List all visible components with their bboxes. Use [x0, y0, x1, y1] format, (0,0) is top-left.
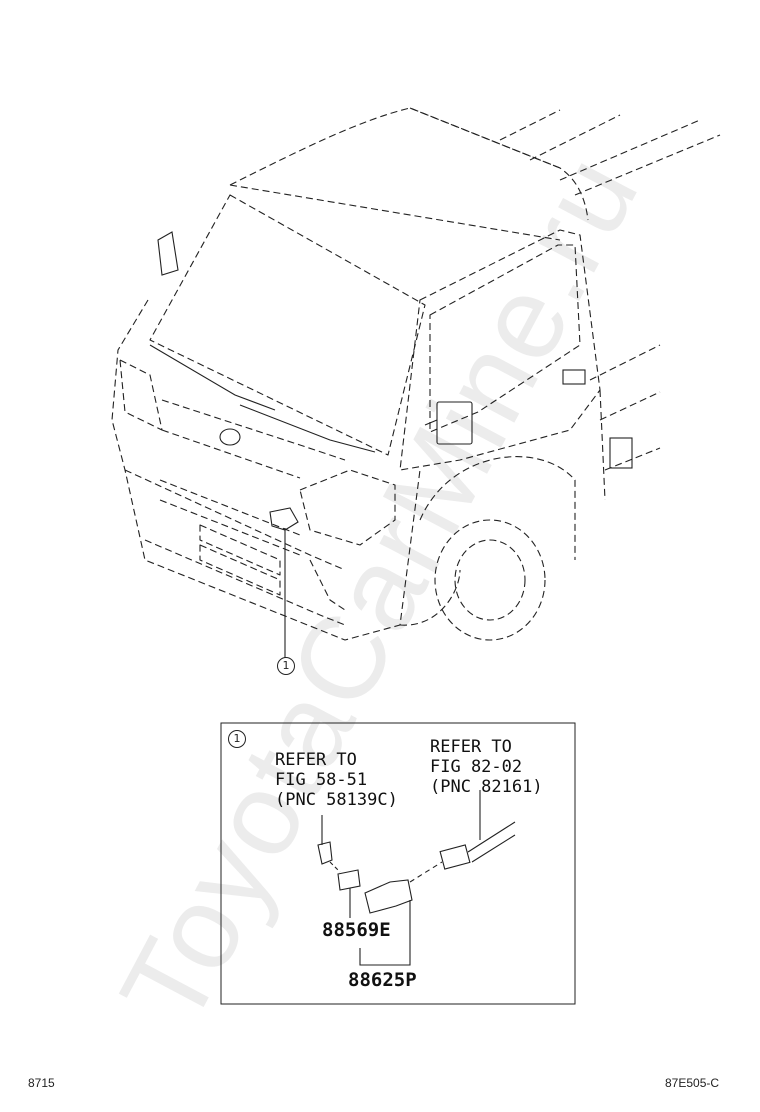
- bracket: [317, 841, 333, 865]
- refer-left-label: REFER TO FIG 58-51 (PNC 58139C): [275, 750, 398, 810]
- rear-lamp: [609, 437, 633, 469]
- roof-rack-4: [574, 134, 721, 196]
- side-window: [429, 244, 581, 433]
- left-mirror: [157, 231, 179, 276]
- refer-right-label: REFER TO FIG 82-02 (PNC 82161): [430, 737, 543, 797]
- wheel-arch: [419, 456, 576, 560]
- bumper-lower: [144, 539, 346, 626]
- emblem: [219, 428, 241, 446]
- connection-dash: [409, 861, 443, 883]
- cab-roof-outline: [229, 107, 589, 221]
- part-number-88625P[interactable]: 88625P: [348, 969, 417, 991]
- roof-rack-3: [559, 119, 701, 181]
- right-headlamp: [299, 469, 396, 546]
- callout-detail: 1: [228, 730, 246, 748]
- grille-slot-4: [199, 544, 281, 596]
- door-outline: [399, 229, 601, 471]
- roof-rack-1: [499, 109, 561, 141]
- hood-line: [161, 399, 346, 461]
- grille-slot-2: [159, 499, 301, 556]
- clip-dash: [329, 861, 341, 873]
- leader-88625P: [359, 900, 411, 966]
- part-number-88569E[interactable]: 88569E: [322, 919, 391, 941]
- front-wheel-outer: [434, 519, 546, 641]
- wire-plug: [439, 844, 471, 870]
- bumper-vent: [309, 559, 346, 611]
- wire-harness: [467, 821, 516, 863]
- clip: [337, 869, 361, 891]
- grille-slot-3: [199, 524, 281, 576]
- roof-rack-2: [529, 114, 621, 161]
- side-mirror: [436, 401, 473, 445]
- bed-rail-2: [599, 391, 661, 421]
- detail-box: [220, 722, 576, 1005]
- windshield: [149, 194, 426, 456]
- refer-right-line1: REFER TO: [430, 737, 512, 757]
- refer-right-line3: (PNC 82161): [430, 777, 543, 797]
- left-headlamp: [119, 359, 163, 431]
- grille-slot-1: [159, 479, 301, 536]
- callout-main: 1: [277, 657, 295, 675]
- refer-left-line2: FIG 58-51: [275, 770, 368, 790]
- horn-on-vehicle: [269, 507, 299, 531]
- wiper-left: [149, 344, 276, 411]
- hood-line-2: [161, 429, 301, 479]
- front-wheel-inner: [454, 539, 526, 621]
- connector: [364, 879, 413, 914]
- wiper-right: [239, 404, 376, 453]
- door-handle: [562, 369, 586, 385]
- cab-side-lower: [399, 569, 461, 626]
- refer-left-line1: REFER TO: [275, 750, 357, 770]
- cab-front: [111, 299, 421, 641]
- side-mirror-arm: [424, 419, 438, 426]
- footer-right-code: 87E505-C: [665, 1076, 720, 1090]
- refer-left-line3: (PNC 58139C): [275, 790, 398, 810]
- bed-rail-3: [604, 447, 661, 471]
- bed-rail-1: [589, 344, 661, 381]
- bumper-upper: [124, 469, 346, 571]
- footer-left-code: 8715: [28, 1076, 55, 1090]
- roof-rear-edge: [229, 184, 561, 241]
- roof-rail: [409, 107, 561, 169]
- refer-right-line2: FIG 82-02: [430, 757, 523, 777]
- bed-side: [599, 389, 606, 501]
